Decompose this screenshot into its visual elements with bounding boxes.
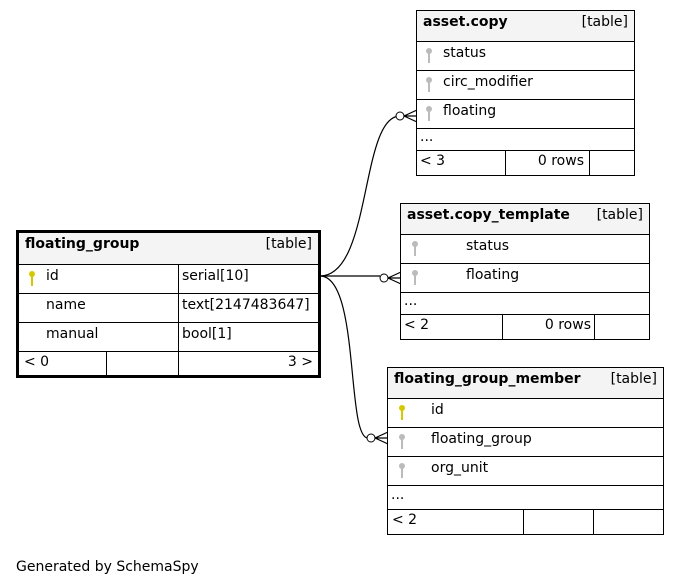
column-row[interactable]: floating_group <box>388 427 663 456</box>
column-row[interactable]: status <box>417 41 634 70</box>
column-row[interactable]: id serial[10] <box>19 264 318 293</box>
table-footer: < 2 0 rows <box>401 314 649 339</box>
column-row[interactable]: org_unit <box>388 456 663 485</box>
column-name: org_unit <box>431 460 489 476</box>
ellipsis-row: ... <box>401 292 649 314</box>
column-row[interactable]: id <box>388 398 663 427</box>
crowfoot-circle <box>395 111 405 121</box>
table-floating-group-member[interactable]: floating_group_member [table] id floatin… <box>387 367 664 535</box>
table-name: floating_group <box>25 236 140 252</box>
parents-count: < 2 <box>392 512 418 528</box>
edge-floating-group-asset-copy <box>319 115 401 277</box>
column-row[interactable]: name text[2147483647] <box>19 293 318 322</box>
generated-by-label: Generated by SchemaSpy <box>16 559 199 575</box>
foreign-key-icon <box>410 269 420 287</box>
row-count: 0 rows <box>544 317 591 333</box>
ellipsis: ... <box>420 129 434 145</box>
table-name: asset.copy_template <box>407 207 570 223</box>
column-name: floating <box>443 103 497 119</box>
column-name: id <box>431 402 444 418</box>
row-count: 0 rows <box>537 153 584 169</box>
table-header: floating_group_member [table] <box>388 368 663 398</box>
column-row[interactable]: manual bool[1] <box>19 322 318 351</box>
table-header: floating_group [table] <box>19 233 318 264</box>
column-row[interactable]: floating <box>417 99 634 128</box>
parents-count: < 3 <box>420 153 446 169</box>
crowfoot-circle <box>366 433 376 443</box>
ellipsis: ... <box>391 487 405 503</box>
parents-count: < 0 <box>24 354 50 370</box>
foreign-key-icon <box>424 76 434 94</box>
table-name: asset.copy <box>423 14 508 30</box>
crowfoot-fork <box>374 431 389 445</box>
column-name: floating_group <box>431 431 532 447</box>
column-name: floating <box>466 267 520 283</box>
column-name: name <box>46 297 86 313</box>
table-kind: [table] <box>265 236 312 252</box>
table-asset-copy[interactable]: asset.copy [table] status circ_modifier … <box>416 10 635 176</box>
foreign-key-icon <box>424 47 434 65</box>
foreign-key-icon <box>397 462 407 480</box>
column-name: circ_modifier <box>443 74 533 90</box>
ellipsis: ... <box>404 293 418 309</box>
column-name: manual <box>46 326 99 342</box>
children-count: 3 > <box>287 354 313 370</box>
parents-count: < 2 <box>404 317 430 333</box>
foreign-key-icon <box>410 240 420 258</box>
table-header: asset.copy [table] <box>417 11 634 41</box>
table-footer: < 3 0 rows <box>417 150 634 175</box>
foreign-key-icon <box>397 433 407 451</box>
column-row[interactable]: status <box>401 234 649 263</box>
column-name: status <box>443 45 487 61</box>
column-type: serial[10] <box>182 268 249 284</box>
table-floating-group[interactable]: floating_group [table] id serial[10] nam… <box>16 230 321 378</box>
primary-key-icon <box>397 404 407 422</box>
column-row[interactable]: floating <box>401 263 649 292</box>
table-name: floating_group_member <box>394 371 581 387</box>
edge-floating-group-member <box>319 275 369 439</box>
table-asset-copy-template[interactable]: asset.copy_template [table] status float… <box>400 203 650 340</box>
table-header: asset.copy_template [table] <box>401 204 649 234</box>
primary-key-icon <box>27 270 37 288</box>
table-footer: < 2 <box>388 509 663 534</box>
table-kind: [table] <box>596 207 643 223</box>
crowfoot-fork <box>403 109 418 123</box>
column-type: text[2147483647] <box>182 297 310 313</box>
ellipsis-row: ... <box>388 485 663 509</box>
column-row[interactable]: circ_modifier <box>417 70 634 99</box>
column-name: status <box>466 238 510 254</box>
foreign-key-icon <box>424 105 434 123</box>
ellipsis-row: ... <box>417 128 634 150</box>
table-footer: < 0 3 > <box>19 351 318 375</box>
crowfoot-circle <box>379 273 389 283</box>
crowfoot-fork <box>387 271 402 285</box>
table-kind: [table] <box>610 371 657 387</box>
table-kind: [table] <box>581 14 628 30</box>
column-name: id <box>46 268 59 284</box>
column-type: bool[1] <box>182 326 232 342</box>
